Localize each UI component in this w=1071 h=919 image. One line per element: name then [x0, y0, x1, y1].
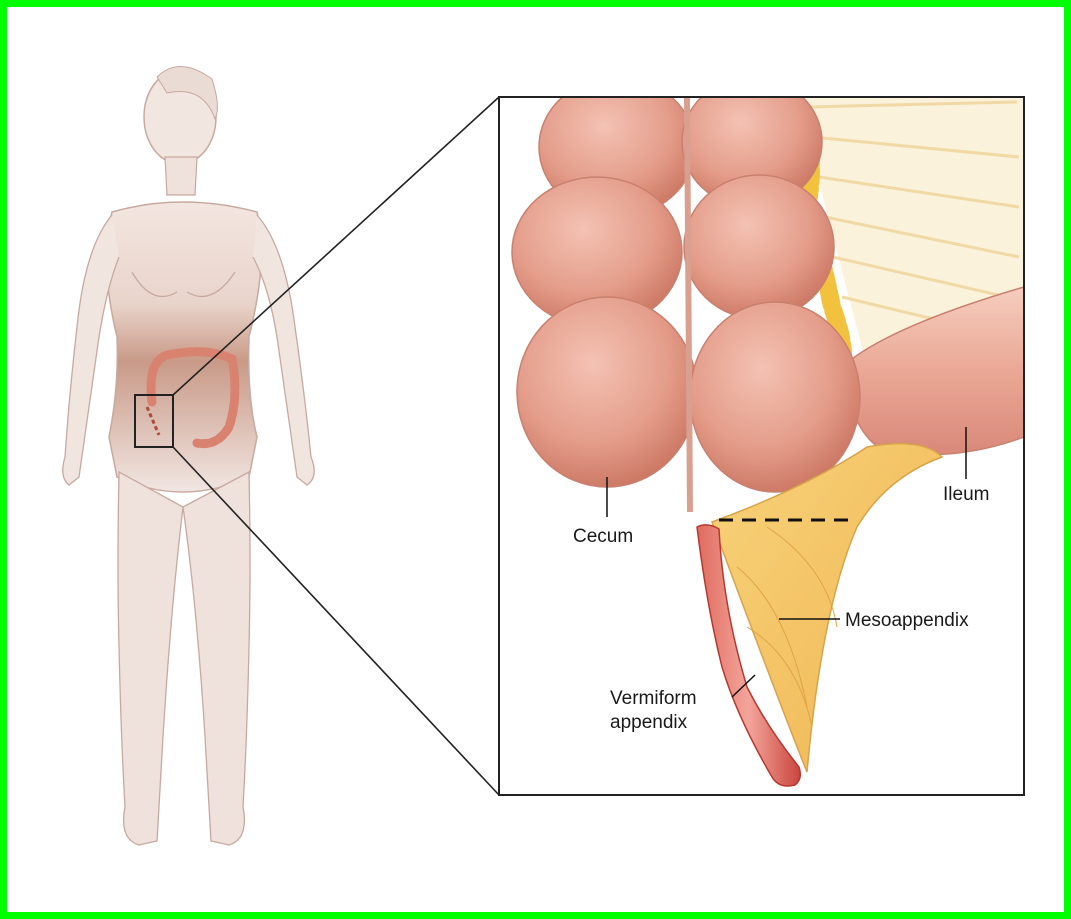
- zoom-panel: Cecum Ileum Mesoappendix Vermiform appen…: [499, 77, 1024, 795]
- appendix-anatomy-figure: Cecum Ileum Mesoappendix Vermiform appen…: [7, 7, 1064, 912]
- mesoappendix-label: Mesoappendix: [845, 610, 969, 631]
- vermiform-label-line2: appendix: [610, 712, 688, 733]
- human-figure: [63, 66, 314, 845]
- vermiform-label-line1: Vermiform: [610, 688, 697, 709]
- cecum-label: Cecum: [573, 526, 633, 547]
- ileum-label: Ileum: [943, 484, 989, 505]
